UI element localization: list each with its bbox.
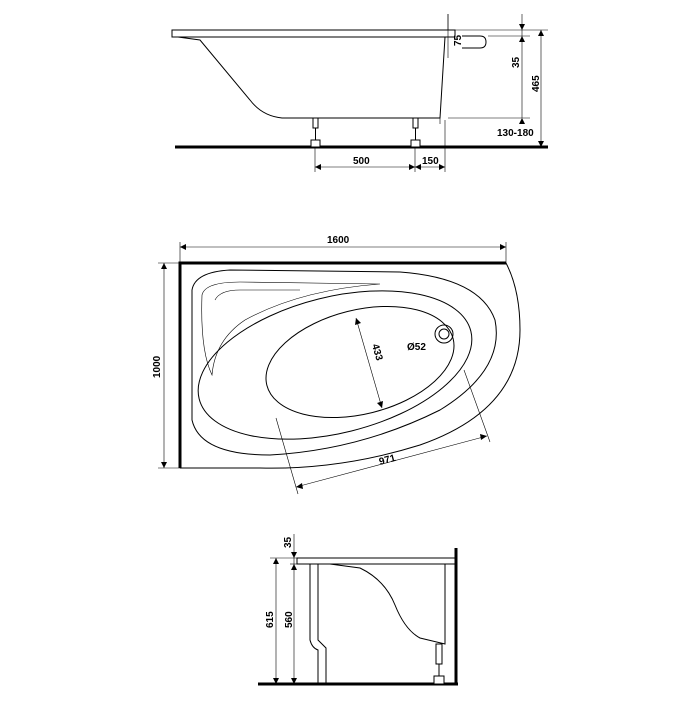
side-view: 75 35 465 130-180 500 150 [171,14,548,172]
end-view-rim [296,557,456,565]
top-view: Ø52 1600 1000 433 971 [152,235,521,495]
dim-130-180-label: 130-180 [497,128,534,139]
dim-433-label: 433 [369,343,384,362]
end-view: 35 560 615 [258,534,458,686]
dim-1000-label: 1000 [152,355,163,378]
side-view-rim [171,29,456,38]
end-view-apron [309,564,319,684]
top-view-outer-contour [180,262,521,469]
top-view-drain-outer [434,324,454,344]
side-view-overflow [462,35,487,49]
top-view-drain-inner [438,328,450,340]
top-view-rim-contour [191,269,497,456]
dim-75-label: 75 [453,34,464,46]
dim-615-label: 615 [265,611,276,628]
top-view-inner-oval [197,290,473,440]
dim-1600-label: 1600 [327,235,350,246]
dim-560-label: 560 [284,611,295,628]
dim-971-label: 971 [378,453,397,468]
dim-150-label: 150 [422,156,439,167]
side-view-tub-body [177,36,446,119]
top-view-bowl-oval [265,305,455,419]
end-view-leg [433,643,445,685]
dim-465-label: 465 [531,75,542,92]
dim-end-35-label: 35 [283,536,294,548]
dim-500-label: 500 [353,156,370,167]
dim-drain-label: Ø52 [407,342,426,353]
dim-35-label: 35 [511,56,522,68]
side-view-leg-right [410,117,421,148]
top-view-headrest [201,281,381,377]
side-view-leg-left [310,117,321,148]
end-view-tub-body [329,563,446,645]
